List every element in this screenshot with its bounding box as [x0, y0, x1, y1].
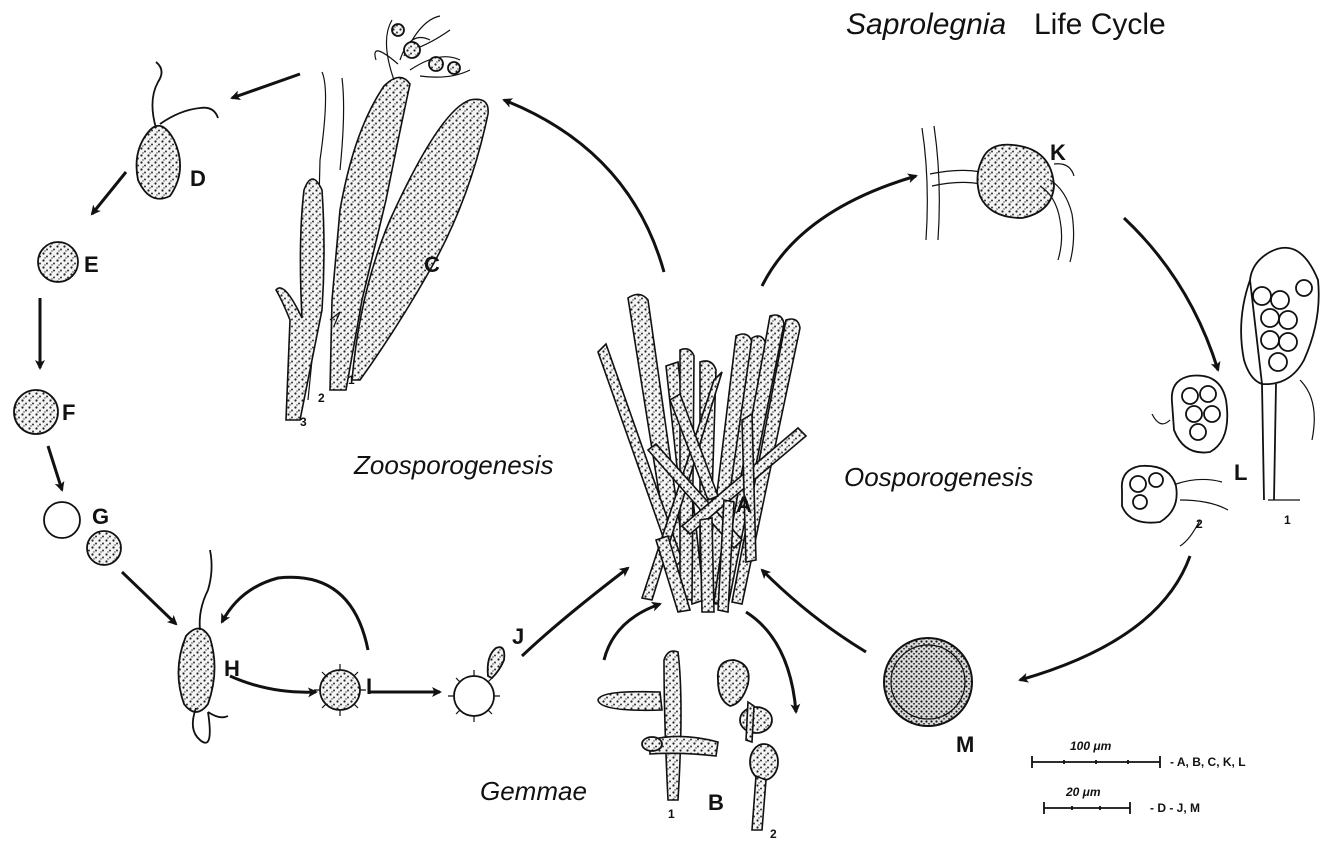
label-c-2: 2 — [318, 391, 325, 405]
label-l-1: 1 — [1284, 513, 1291, 527]
stage-a-mycelium — [598, 294, 806, 612]
label-m: M — [956, 732, 974, 757]
arrow-l-to-m — [1020, 556, 1190, 680]
scale-bar-100um-length: 100 μm — [1070, 739, 1112, 753]
label-c-1: 1 — [348, 373, 355, 387]
stage-f-cyst — [14, 390, 58, 434]
label-j: J — [512, 624, 524, 649]
label-l: L — [1234, 460, 1247, 485]
scale-bar-20um: 20 μm - D - J, M — [1044, 785, 1200, 815]
arrow-h-to-i — [230, 676, 316, 692]
label-g: G — [92, 504, 109, 529]
arrow-a-to-k — [762, 176, 916, 286]
arrow-m-to-a — [762, 570, 866, 652]
label-k: K — [1050, 140, 1066, 165]
label-a: A — [736, 492, 752, 517]
arrow-g-to-h — [122, 572, 176, 624]
label-b-2: 2 — [770, 827, 777, 841]
stage-j-germinating-cyst — [448, 647, 504, 722]
scale-bars: 100 μm - A, B, C, K, L 20 μm - D - J, M — [1032, 739, 1246, 815]
arrow-f-to-g — [48, 446, 62, 490]
stage-b-gemmae — [598, 651, 778, 830]
label-b: B — [708, 790, 724, 815]
scale-bar-100um-applies: - A, B, C, K, L — [1170, 755, 1246, 769]
label-c-3: 3 — [300, 415, 307, 429]
arrow-a-to-c — [504, 100, 664, 272]
arrow-i-to-h — [222, 577, 368, 650]
label-f: F — [62, 400, 75, 425]
label-e: E — [84, 252, 99, 277]
scale-bar-100um: 100 μm - A, B, C, K, L — [1032, 739, 1246, 769]
arrow-k-to-l — [1124, 218, 1218, 370]
label-i: I — [366, 674, 372, 699]
label-c: C — [424, 252, 440, 277]
stage-e-encysted-spore — [38, 242, 78, 282]
arrow-a-to-b — [746, 612, 796, 712]
title-rest: Life Cycle — [1034, 8, 1166, 41]
stage-l-oospores — [1122, 248, 1319, 546]
arrow-c-to-d — [232, 74, 300, 98]
arrow-d-to-e — [92, 172, 126, 214]
phase-oosporogenesis: Oosporogenesis — [844, 462, 1033, 492]
stage-i-spiny-cyst — [314, 664, 366, 716]
phase-gemmae: Gemmae — [480, 776, 587, 806]
stage-c-zoosporangia — [276, 16, 488, 420]
phase-zoosporogenesis: Zoosporogenesis — [353, 450, 553, 480]
label-d: D — [190, 166, 206, 191]
arrow-b-to-a — [604, 604, 660, 660]
label-l-2: 2 — [1196, 517, 1203, 531]
diagram-title: Saprolegnia Life Cycle — [846, 8, 1166, 41]
stage-g-germinating-cyst — [44, 502, 121, 565]
scale-bar-20um-length: 20 μm — [1065, 785, 1101, 799]
stage-m-mature-oospore — [884, 638, 972, 726]
title-genus: Saprolegnia — [846, 8, 1006, 41]
scale-bar-20um-applies: - D - J, M — [1150, 801, 1200, 815]
stage-h-secondary-zoospore — [178, 550, 228, 743]
label-b-1: 1 — [668, 807, 675, 821]
